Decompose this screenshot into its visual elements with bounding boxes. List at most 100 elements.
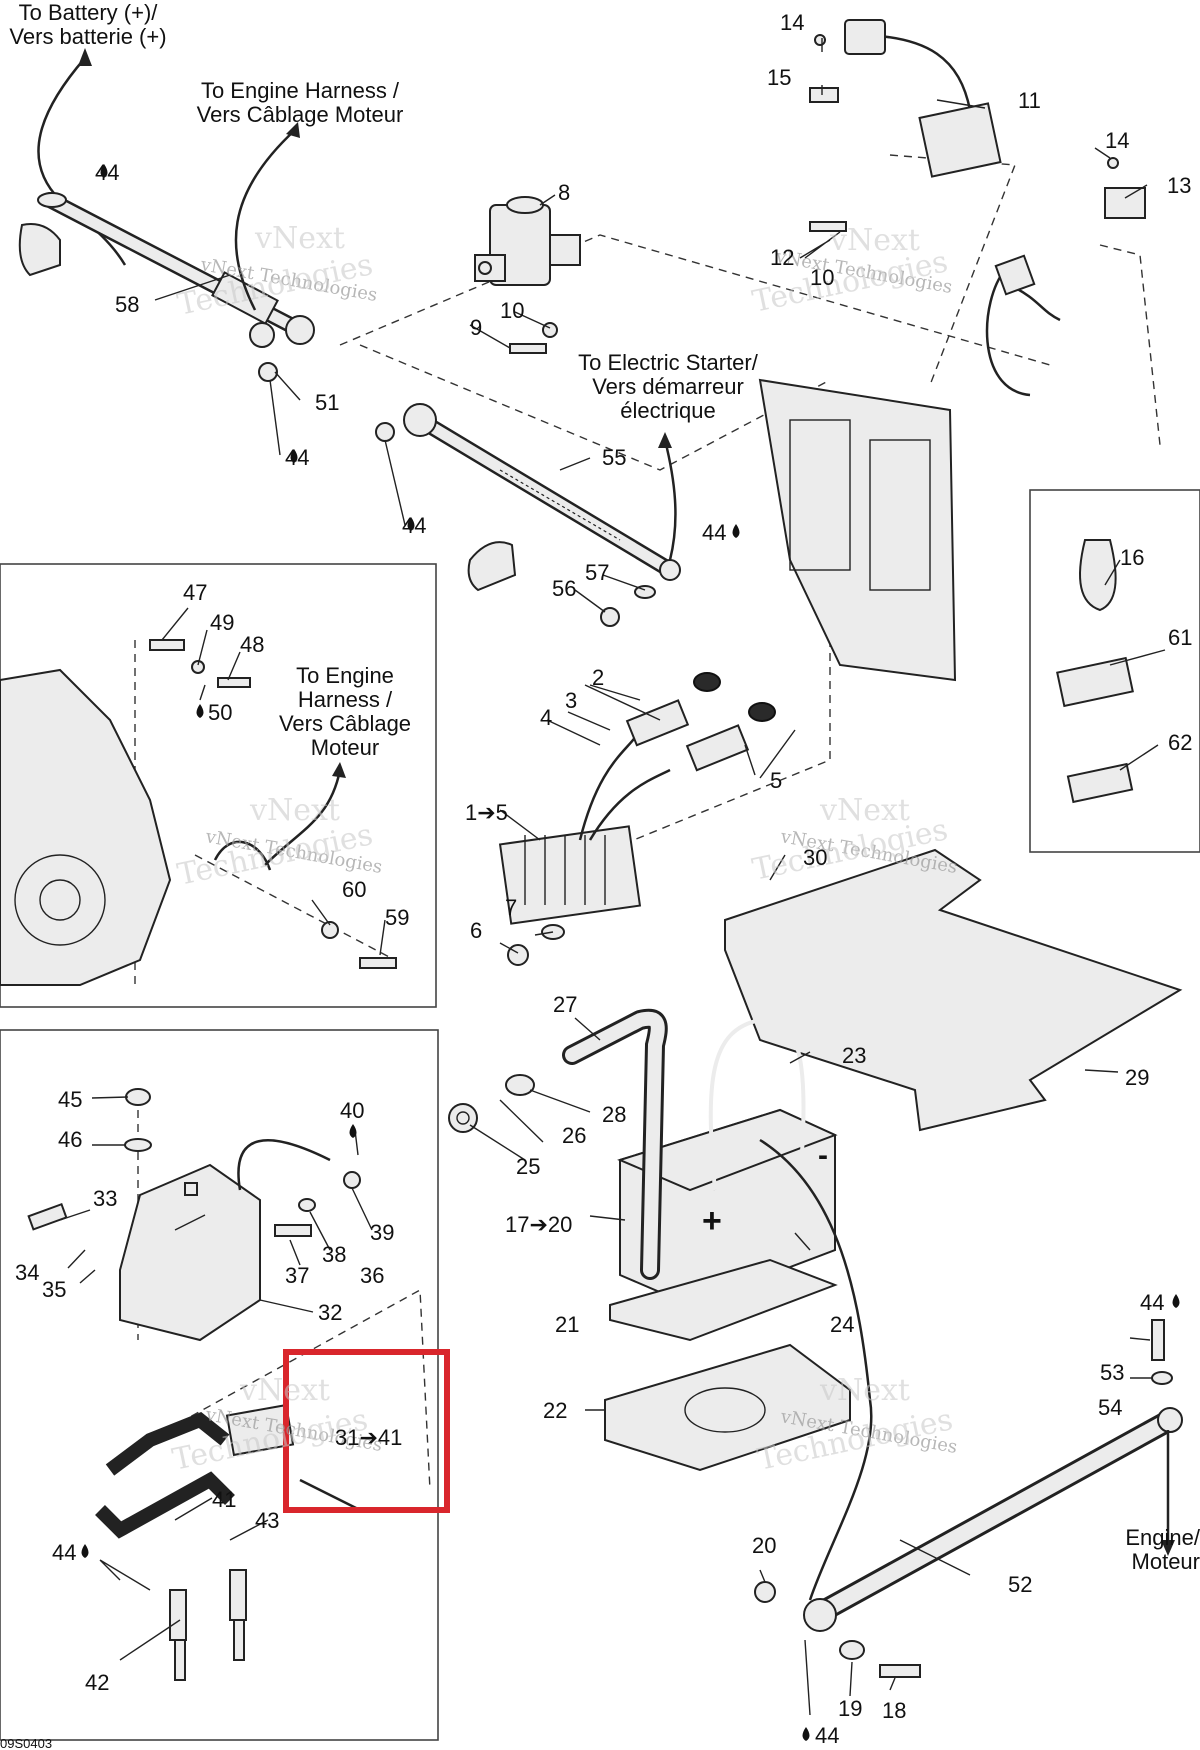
callout-44e: 44 bbox=[52, 1540, 76, 1565]
nut-51b bbox=[375, 422, 395, 442]
battery-minus-sign: - bbox=[818, 1139, 828, 1172]
screw-18 bbox=[879, 1664, 921, 1678]
droplet-icon-9 bbox=[802, 1727, 810, 1741]
callout-55: 55 bbox=[602, 445, 626, 470]
droplet-icons bbox=[81, 164, 1180, 1741]
washer-60 bbox=[321, 921, 339, 939]
starter-arrow-head bbox=[658, 432, 672, 448]
callout-4: 4 bbox=[540, 705, 552, 730]
module-31-41-part bbox=[225, 1403, 361, 1512]
solenoid-8-part bbox=[474, 196, 581, 286]
rivet-14 bbox=[814, 34, 826, 46]
callout-6: 6 bbox=[470, 918, 482, 943]
battery-plus-sign: + bbox=[702, 1202, 722, 1240]
callout-7: 7 bbox=[505, 895, 517, 920]
callout-61: 61 bbox=[1168, 625, 1192, 650]
callout-51: 51 bbox=[315, 390, 339, 415]
cable-52-part bbox=[803, 1407, 1183, 1632]
callout-48: 48 bbox=[240, 632, 264, 657]
callout-37: 37 bbox=[285, 1263, 309, 1288]
note-engine-moteur-line2: Moteur bbox=[1132, 1549, 1200, 1574]
watermark-brand-1: vNext bbox=[254, 221, 345, 256]
screw-9 bbox=[509, 343, 547, 354]
note-starter-line3: électrique bbox=[620, 398, 715, 423]
droplet-icon-3 bbox=[407, 517, 415, 531]
callout-8: 8 bbox=[558, 180, 570, 205]
callout-29: 29 bbox=[1125, 1065, 1149, 1090]
cable-58-part bbox=[37, 192, 315, 348]
harness-lead-line bbox=[234, 129, 296, 311]
screw-12 bbox=[809, 221, 847, 232]
droplet-icon-5 bbox=[196, 704, 204, 718]
spark-cables-41 bbox=[95, 1411, 247, 1681]
callout-1-5: 1➔5 bbox=[465, 800, 508, 825]
nut-56 bbox=[600, 607, 620, 627]
callout-21: 21 bbox=[555, 1312, 579, 1337]
washer-49 bbox=[191, 660, 205, 674]
relay-11-part bbox=[844, 19, 1002, 178]
guide-regulator bbox=[559, 625, 831, 871]
callout-22: 22 bbox=[543, 1398, 567, 1423]
callout-57: 57 bbox=[585, 560, 609, 585]
callout-20: 20 bbox=[752, 1533, 776, 1558]
droplet-icon-4 bbox=[732, 524, 740, 538]
note-battery-line1: To Battery (+)/ bbox=[19, 0, 159, 25]
rivet-14b bbox=[1107, 157, 1119, 169]
callout-2: 2 bbox=[592, 665, 604, 690]
callout-10b: 10 bbox=[500, 298, 524, 323]
note-engine-line4: Moteur bbox=[311, 735, 379, 760]
clip-62-part bbox=[1066, 762, 1134, 804]
starter-lead-line bbox=[663, 439, 677, 561]
callout-40: 40 bbox=[340, 1098, 364, 1123]
battery-lead-arrow-line bbox=[37, 57, 127, 266]
boot-part-left bbox=[18, 223, 61, 277]
callout-12: 12 bbox=[770, 245, 794, 270]
connectors-2-3-5 bbox=[625, 672, 776, 772]
bolt-48 bbox=[217, 677, 251, 688]
harness-arrow-head bbox=[286, 122, 300, 138]
callout-31-41: 31➔41 bbox=[335, 1425, 402, 1450]
droplet-icon-8 bbox=[1172, 1294, 1180, 1308]
note-engine-moteur-line1: Engine/ bbox=[1125, 1525, 1200, 1550]
callout-33: 33 bbox=[93, 1186, 117, 1211]
callout-46: 46 bbox=[58, 1127, 82, 1152]
battery-lead-to-cable bbox=[759, 1138, 873, 1601]
bracket-47 bbox=[149, 639, 185, 651]
watermark-brand-6: vNext bbox=[819, 1373, 910, 1408]
note-harness-line1: To Engine Harness / bbox=[201, 78, 400, 103]
callout-14b: 14 bbox=[1105, 128, 1129, 153]
callout-18: 18 bbox=[882, 1698, 906, 1723]
callout-25: 25 bbox=[516, 1154, 540, 1179]
callout-62: 62 bbox=[1168, 730, 1192, 755]
callout-23: 23 bbox=[842, 1043, 866, 1068]
callout-44g: 44 bbox=[815, 1723, 839, 1748]
droplet-icon-2 bbox=[290, 449, 298, 463]
coil-wire-40 bbox=[237, 1139, 331, 1191]
ignition-coil-32 bbox=[119, 1163, 261, 1342]
callout-41: 41 bbox=[212, 1487, 236, 1512]
pad-21-part bbox=[609, 1258, 838, 1342]
watermark-brand-2: vNext bbox=[829, 223, 920, 258]
callout-14a: 14 bbox=[780, 10, 804, 35]
guide-ground bbox=[194, 854, 396, 961]
callout-26: 26 bbox=[562, 1123, 586, 1148]
terminal-33 bbox=[27, 1202, 68, 1231]
fuse-wires bbox=[985, 254, 1061, 397]
callout-59: 59 bbox=[385, 905, 409, 930]
box-22-hole bbox=[684, 1387, 766, 1433]
cable-55-part bbox=[403, 403, 681, 581]
nut-39 bbox=[343, 1171, 361, 1189]
callout-56: 56 bbox=[552, 576, 576, 601]
callout-52: 52 bbox=[1008, 1572, 1032, 1597]
callout-50: 50 bbox=[208, 700, 232, 725]
battery-part bbox=[617, 1017, 838, 1307]
engine-inset-frame bbox=[0, 563, 437, 1008]
callout-3: 3 bbox=[565, 688, 577, 713]
washer-38 bbox=[298, 1198, 316, 1212]
callout-44d: 44 bbox=[702, 520, 726, 545]
callout-34: 34 bbox=[15, 1260, 39, 1285]
engine-moteur-arrow-head bbox=[1161, 1540, 1175, 1556]
callout-27: 27 bbox=[553, 992, 577, 1017]
engine-block-part bbox=[0, 668, 172, 986]
callout-49: 49 bbox=[210, 610, 234, 635]
